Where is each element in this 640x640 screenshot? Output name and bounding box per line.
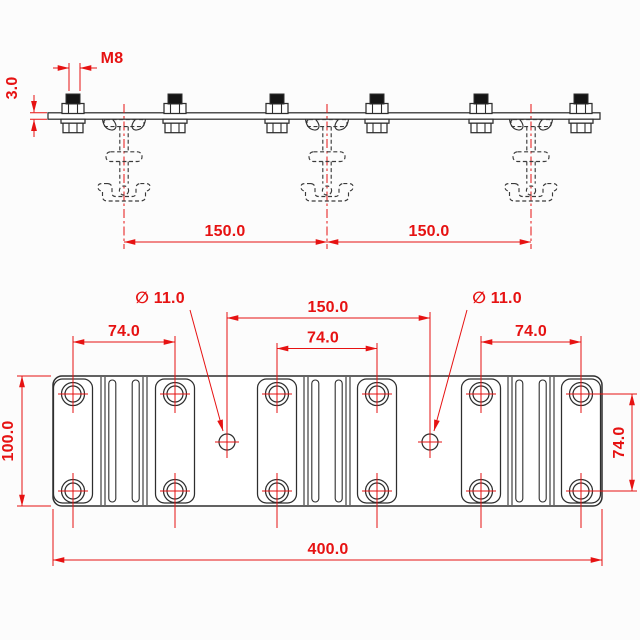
dim-profile-spacing-left: 150.0 xyxy=(123,223,328,245)
bolt-m8 xyxy=(264,93,290,134)
t-rail-profile xyxy=(504,103,558,250)
bolt-m8 xyxy=(364,93,390,134)
dim-hole-pitch-middle-label: 74.0 xyxy=(307,330,339,347)
dim-hole-dia-left: ∅ 11.0 xyxy=(135,290,224,432)
dim-hole-pitch-right-label: 74.0 xyxy=(515,323,547,340)
dim-center-hole-spacing-label: 150.0 xyxy=(307,299,348,316)
plan-view: ∅ 11.0 ∅ 11.0 150.0 74.0 74.0 74.0 xyxy=(0,290,637,566)
dim-hole-dia-right: ∅ 11.0 xyxy=(433,290,522,432)
side-view: M8 3.0 150.0 150.0 xyxy=(4,50,601,250)
dim-plate-height: 100.0 xyxy=(0,375,51,507)
dim-hole-dia-left-label: ∅ 11.0 xyxy=(135,290,185,307)
t-rail-profile xyxy=(300,103,354,250)
dim-center-hole-spacing: 150.0 xyxy=(226,299,431,321)
dim-hole-pitch-right: 74.0 xyxy=(480,323,582,345)
dim-hole-pitch-left-label: 74.0 xyxy=(108,323,140,340)
hole-centerlines xyxy=(58,312,596,528)
dim-bolt-thread-label: M8 xyxy=(101,50,124,67)
dim-profile-spacing-right: 150.0 xyxy=(326,223,532,245)
dim-plate-length: 400.0 xyxy=(52,509,603,566)
dim-hole-pitch-vertical: 74.0 xyxy=(596,393,637,492)
t-rail-profile xyxy=(97,103,151,250)
dim-hole-dia-right-label: ∅ 11.0 xyxy=(472,290,522,307)
dim-plate-length-label: 400.0 xyxy=(307,541,348,558)
rail-plate-edge xyxy=(47,112,601,120)
bolt-m8 xyxy=(568,93,594,134)
dim-profile-spacing-left-label: 150.0 xyxy=(204,223,245,240)
dim-hole-pitch-left: 74.0 xyxy=(72,323,176,345)
dim-profile-spacing-right-label: 150.0 xyxy=(408,223,449,240)
plate-outline xyxy=(52,375,603,507)
bolt-m8 xyxy=(162,93,188,134)
dim-hole-pitch-middle: 74.0 xyxy=(276,330,378,352)
dim-bolt-thread: M8 xyxy=(53,50,123,91)
dim-plate-height-label: 100.0 xyxy=(0,420,17,461)
bolt-m8 xyxy=(60,93,86,134)
dim-plate-thickness-label: 3.0 xyxy=(4,77,21,100)
dim-hole-pitch-vertical-label: 74.0 xyxy=(611,427,628,459)
bolt-m8 xyxy=(468,93,494,134)
dim-plate-thickness: 3.0 xyxy=(4,77,47,137)
